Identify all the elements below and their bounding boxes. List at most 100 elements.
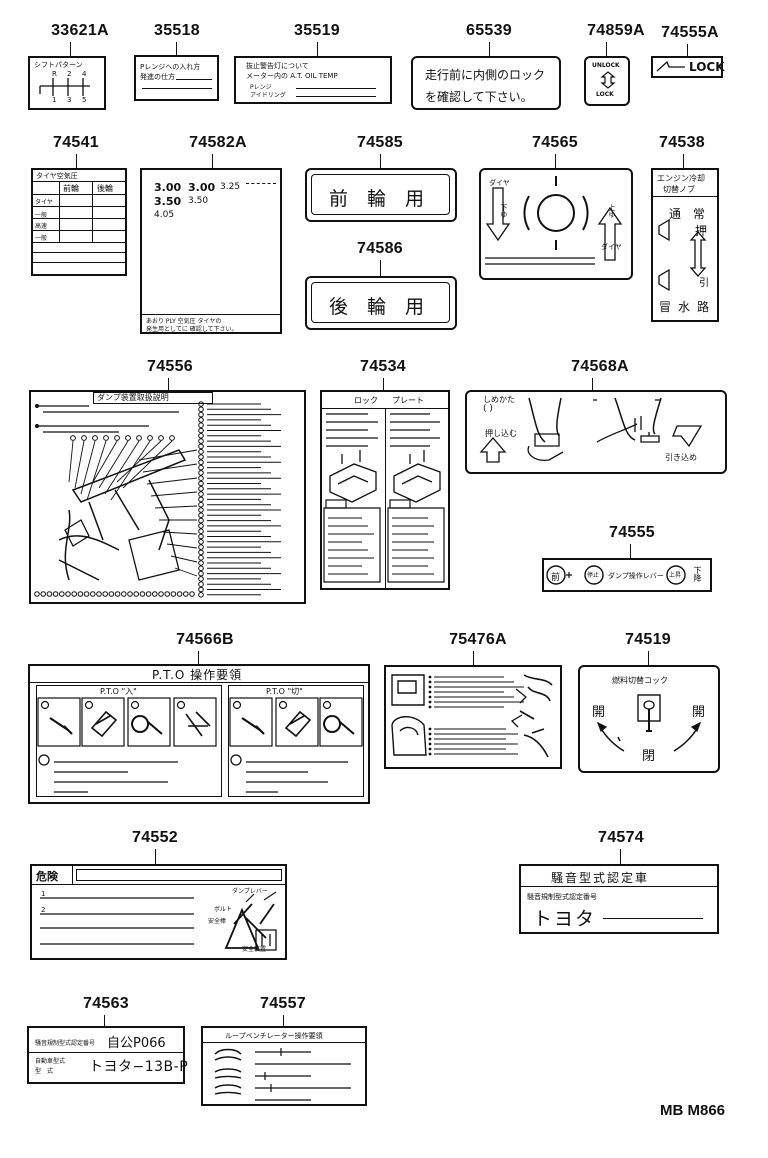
table-rule — [33, 194, 125, 195]
label-74541-tire-pressure: タイヤ空気圧 前輪 後輪 タイヤ 一般 高速 一般 — [31, 168, 127, 276]
divider — [29, 1052, 183, 1053]
label-74585-front-wheel: 前 輪 用 — [305, 168, 457, 222]
label-text: 冒 — [659, 300, 672, 314]
label-title: エンジン冷却 — [657, 174, 705, 183]
leader-line — [70, 42, 71, 56]
table-rule — [92, 181, 93, 242]
leader-line — [620, 849, 621, 864]
fuel-cock-icon — [596, 694, 702, 752]
part-number: 74556 — [147, 358, 193, 375]
leader-line — [683, 154, 684, 168]
pto-procedure-diagram — [37, 697, 363, 793]
label-74574-noise-certified: 騒音型式認定車 騒音規制型式認定番号 トヨタ — [519, 864, 719, 934]
cab-tilt-diagram — [391, 674, 553, 758]
danger-title: 危険 — [36, 870, 58, 883]
label-text: 下ゆ — [500, 204, 508, 218]
column-header: 前輪 — [63, 184, 79, 193]
text-rule — [296, 96, 376, 97]
gear-2: 2 — [67, 70, 72, 78]
label-line: Pレンジへの入れ方 — [140, 63, 201, 71]
table-rule — [33, 181, 125, 182]
table-rule — [33, 206, 125, 207]
leader-line — [198, 651, 199, 664]
table-rule — [33, 218, 125, 219]
leader-line — [630, 544, 631, 558]
title-box — [93, 392, 213, 404]
latch-operation-icon — [479, 397, 703, 463]
leader-line — [555, 154, 556, 168]
part-number: 74519 — [625, 631, 671, 648]
leader-line — [168, 378, 169, 390]
label-74859A: UNLOCK LOCK — [584, 56, 630, 106]
part-number: 74563 — [83, 995, 129, 1012]
dump-safety-icon — [40, 891, 277, 951]
caption: 押し込む — [485, 429, 517, 438]
label-title: しめかた — [483, 395, 515, 404]
part-number: 74565 — [532, 134, 578, 151]
label-text: ダイヤ — [489, 179, 510, 187]
part-number: 35518 — [154, 22, 200, 39]
label-title: プレート — [392, 396, 424, 405]
spec-value: 3.50 — [154, 195, 182, 208]
field-label: 自動車型式 — [35, 1058, 66, 1065]
leader-line — [380, 260, 381, 276]
divider — [32, 884, 285, 885]
field-label: 型 式 — [35, 1068, 54, 1075]
gear-3: 3 — [67, 96, 72, 104]
field-value: 自公P066 — [107, 1036, 166, 1051]
label-text: 通 — [669, 207, 682, 221]
pto-on-panel — [36, 685, 222, 797]
label-line: 走行前に内側のロック — [425, 68, 546, 82]
label-74565: ダイヤ 下ゆ 上ゆ ダイヤ — [479, 168, 633, 280]
label-74568A: しめかた ( ) 押し込む 引き込め — [465, 390, 727, 474]
title-box — [76, 869, 282, 881]
wheel-rotation-icon — [485, 176, 623, 265]
spec-value: 3.50 — [188, 196, 209, 206]
label-line: Pレンジ — [250, 84, 272, 91]
label-title: 切替ノブ — [663, 185, 695, 194]
part-number: 74574 — [598, 829, 644, 846]
spec-value: 3.00 — [154, 181, 182, 194]
position-text: 下降 — [693, 566, 702, 582]
part-number: 74557 — [260, 995, 306, 1012]
position-text: 閉 — [642, 749, 656, 764]
label-75476A — [384, 665, 562, 769]
divider — [203, 1042, 365, 1043]
text-rule — [296, 88, 376, 89]
lock-text: LOCK — [596, 91, 614, 98]
table-rule — [59, 181, 60, 242]
leader-line — [317, 42, 318, 56]
row-header: 一般 — [35, 212, 48, 219]
label-line: アイドリング — [250, 92, 286, 99]
table-rule — [33, 252, 125, 253]
row-header: タイヤ — [35, 199, 53, 206]
part-number: 33621A — [51, 22, 109, 39]
label-74519-fuel-cock: 燃料切替コック 開 開 閉 — [578, 665, 720, 773]
divider — [521, 886, 717, 887]
callout-text: ボルト — [214, 906, 233, 913]
label-text: 後 輪 用 — [329, 296, 425, 318]
spec-value: 3.25 — [220, 182, 241, 192]
part-number: 74859A — [587, 22, 645, 39]
label-title: 騒音型式認定車 — [551, 871, 650, 885]
label-subtitle: 騒音規制型式認定番号 — [527, 893, 597, 901]
leader-line — [155, 849, 156, 864]
part-number: 74552 — [132, 829, 178, 846]
panel-heading: P.T.O "切" — [266, 687, 303, 696]
leader-line — [383, 378, 384, 390]
leader-line — [473, 651, 474, 665]
dump-mechanism-diagram — [34, 401, 281, 598]
spec-value: 4.05 — [154, 210, 175, 220]
position-text: 停止 — [587, 572, 600, 579]
label-text: 引 — [699, 278, 709, 289]
position-text: 前 — [551, 573, 561, 583]
callout-text: ダンプレバー — [232, 888, 268, 895]
footer-note: 発生用としてに 確認して下さい。 — [146, 326, 238, 333]
leader-line — [380, 154, 381, 168]
footer-note: あおり PLY 空気圧 タイヤの — [146, 318, 222, 325]
leader-line — [76, 154, 77, 168]
label-text: ( ) — [483, 404, 493, 414]
gear-4: 4 — [82, 70, 87, 78]
label-74556-dump-instructions: ダンプ装置取扱説明 — [29, 390, 306, 604]
part-number: 74586 — [357, 240, 403, 257]
